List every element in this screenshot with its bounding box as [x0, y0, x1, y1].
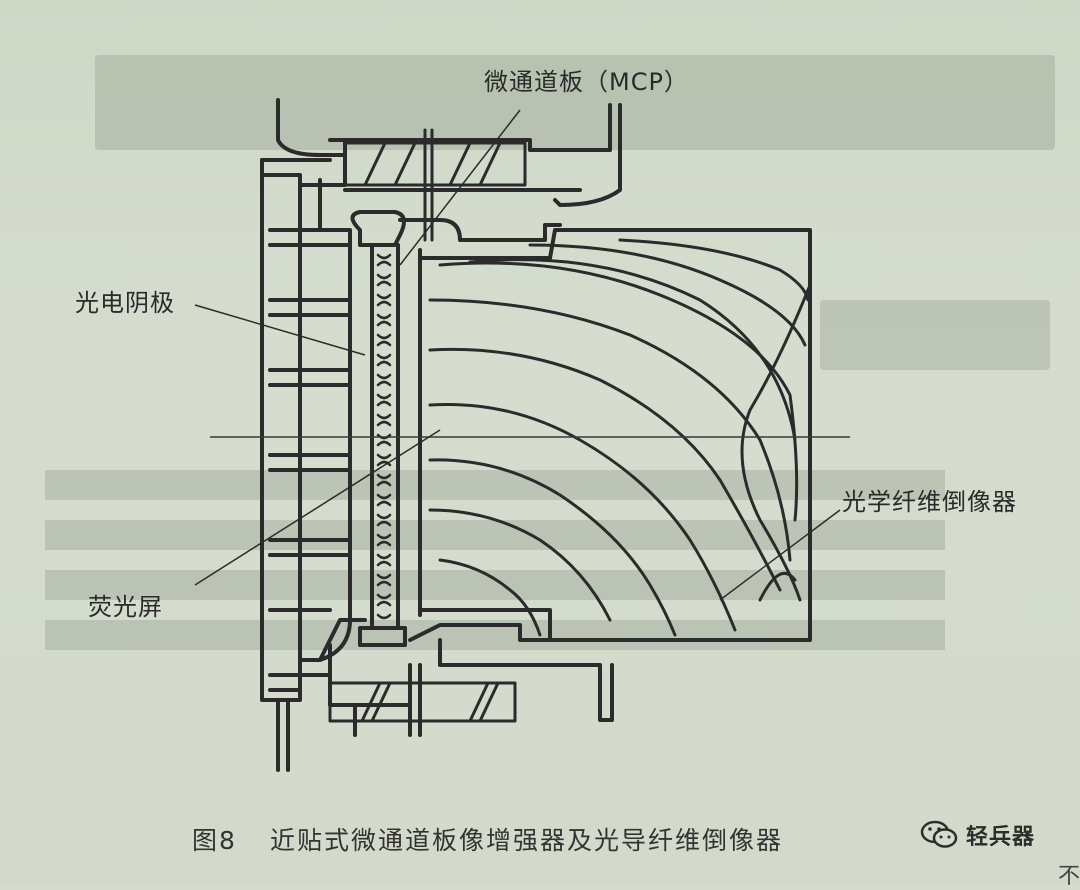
figure-number: 图8	[192, 826, 237, 855]
leader-lines	[194, 109, 841, 601]
watermark-text: 轻兵器	[966, 825, 1036, 850]
wechat-icon	[920, 818, 960, 852]
mcp-channels	[376, 253, 392, 620]
phosphor-screen-label: 荧光屏	[88, 593, 163, 621]
figure-caption: 近贴式微通道板像增强器及光导纤维倒像器	[270, 826, 784, 855]
bleed-through-text	[45, 55, 1055, 650]
mcp-label: 微通道板（MCP）	[484, 68, 689, 96]
fiber-bundle-lines	[428, 238, 812, 637]
left-housing	[260, 158, 352, 772]
photocathode-label: 光电阴极	[75, 289, 175, 317]
bottom-window	[328, 681, 517, 723]
upper-connector	[398, 218, 562, 617]
watermark: 轻兵器	[920, 818, 1035, 852]
edge-glyph: 不	[1058, 864, 1080, 889]
fiber-inverter-label: 光学纤维倒像器	[842, 488, 1017, 516]
